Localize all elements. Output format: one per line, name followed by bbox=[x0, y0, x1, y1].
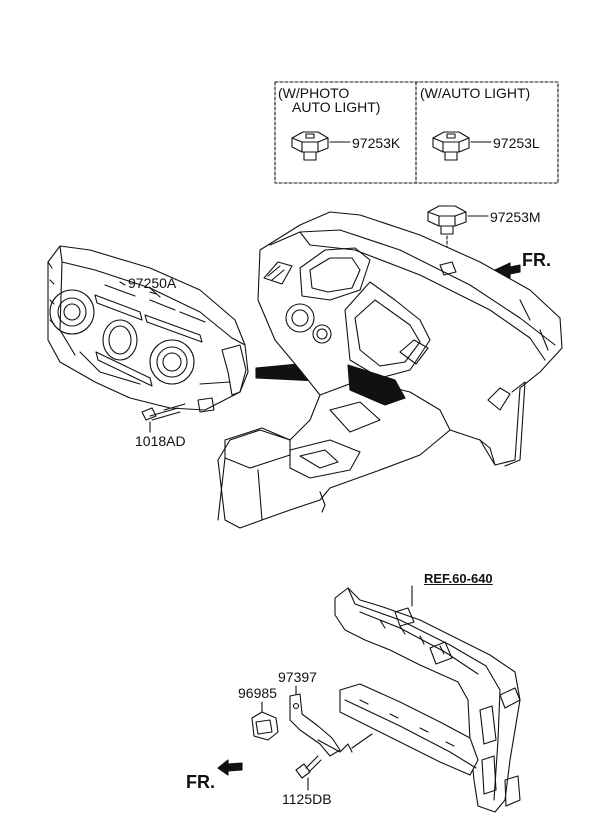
legend-box1-title-line1: (W/PHOTO bbox=[278, 85, 350, 101]
front-structure bbox=[334, 587, 521, 813]
part-label-97250a: 97250A bbox=[128, 275, 177, 291]
ref-label: REF.60-640 bbox=[424, 571, 493, 586]
screw-1018ad-shape bbox=[141, 403, 186, 433]
sensor-96985-shape bbox=[251, 701, 279, 741]
fr-arrow-bottom bbox=[217, 759, 243, 776]
fr-label-top: FR. bbox=[522, 250, 551, 270]
fr-label-bottom: FR. bbox=[186, 772, 215, 792]
part-label-97253k: 97253K bbox=[352, 135, 401, 151]
legend-box2-title: (W/AUTO LIGHT) bbox=[420, 85, 531, 101]
sensor-97253l-shape bbox=[432, 131, 492, 161]
legend-box1-title-line2: AUTO LIGHT) bbox=[292, 99, 381, 115]
fr-arrow-top bbox=[494, 262, 521, 279]
sensor-97253k-shape bbox=[291, 131, 351, 161]
part-label-1125db: 1125DB bbox=[282, 791, 332, 807]
legend-box bbox=[274, 81, 559, 184]
part-label-97253m: 97253M bbox=[490, 209, 541, 225]
part-label-96985: 96985 bbox=[238, 685, 277, 701]
part-label-1018ad: 1018AD bbox=[135, 433, 186, 449]
heater-control-panel bbox=[47, 245, 249, 413]
dashboard-assembly bbox=[217, 211, 563, 529]
part-label-97397: 97397 bbox=[278, 669, 317, 685]
part-label-97253l: 97253L bbox=[493, 135, 540, 151]
screw-1125db-shape bbox=[295, 755, 322, 791]
bracket-97397-shape bbox=[289, 685, 373, 757]
